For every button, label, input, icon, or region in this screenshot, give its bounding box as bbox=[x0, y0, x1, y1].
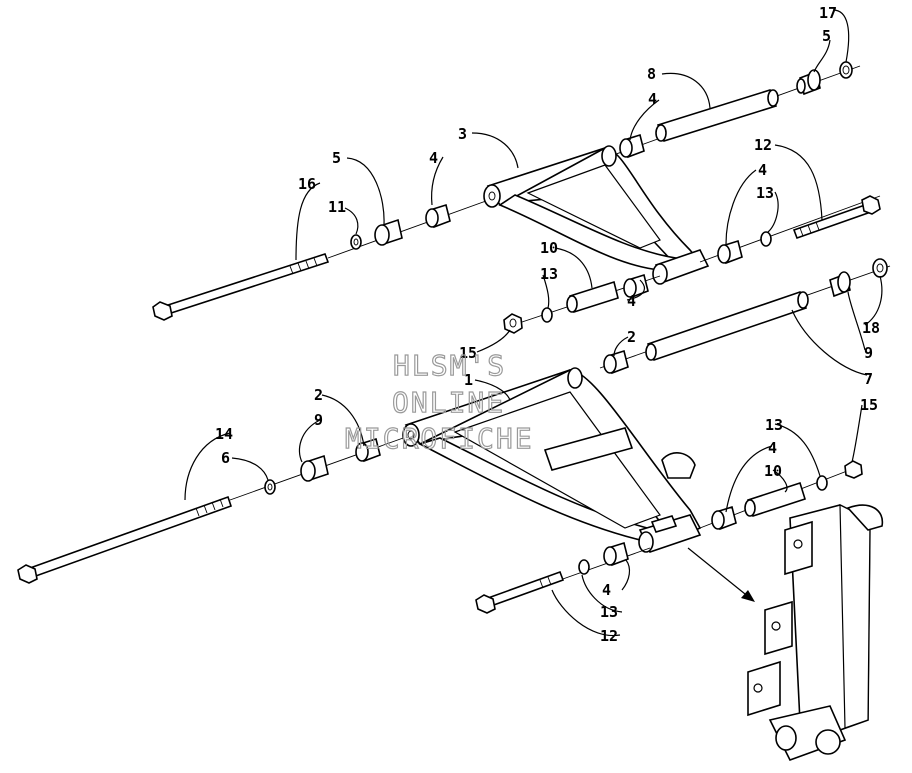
lower-a-arm bbox=[402, 367, 702, 553]
lower-nut-15 bbox=[844, 460, 863, 479]
middle-nut-15 bbox=[503, 313, 523, 334]
callout-labels: 17 5 8 4 3 5 4 16 11 12 4 13 10 13 4 15 … bbox=[215, 4, 880, 645]
lower-washer-13-right bbox=[816, 475, 828, 491]
upper-washer bbox=[350, 234, 362, 250]
callout-10-middle: 10 bbox=[540, 239, 558, 257]
middle-sleeve-10 bbox=[566, 280, 619, 314]
callout-11: 11 bbox=[328, 198, 346, 216]
leader-lines bbox=[184, 9, 883, 637]
upper-sleeve-8 bbox=[655, 89, 779, 142]
callout-18: 18 bbox=[862, 319, 880, 337]
upper-bushing-left bbox=[425, 203, 451, 229]
callout-13-middle: 13 bbox=[540, 265, 558, 283]
watermark-line-1: HLSM'S bbox=[393, 349, 506, 382]
lower-long-bolt-14 bbox=[17, 495, 233, 584]
callout-5-left: 5 bbox=[332, 149, 341, 167]
callout-4-lower-left: 4 bbox=[602, 581, 611, 599]
callout-10-lower: 10 bbox=[764, 462, 782, 480]
upper-flange-bushing-right bbox=[796, 69, 821, 96]
callout-13-lower-left: 13 bbox=[600, 603, 618, 621]
middle-washer-13 bbox=[541, 307, 553, 323]
watermark: HLSM'S ONLINE MICROFICHE bbox=[344, 348, 534, 455]
callout-2-left: 2 bbox=[314, 386, 323, 404]
lower-flange-bushing-9-left bbox=[300, 454, 329, 482]
lower-flange-bushing-9 bbox=[829, 271, 851, 298]
upper-bushing-right bbox=[717, 239, 743, 265]
callout-13-upper: 13 bbox=[756, 184, 774, 202]
callout-14: 14 bbox=[215, 425, 233, 443]
upper-nut-17 bbox=[839, 61, 853, 79]
lower-short-bolt-12 bbox=[475, 570, 565, 614]
callout-4-top: 4 bbox=[648, 90, 657, 108]
callout-2-right: 2 bbox=[627, 328, 636, 346]
watermark-line-3: MICROFICHE bbox=[345, 422, 534, 455]
watermark-line-2: ONLINE bbox=[392, 386, 505, 419]
callout-8: 8 bbox=[647, 65, 656, 83]
lower-nut-18 bbox=[872, 258, 888, 278]
lower-washer-13-left bbox=[578, 559, 590, 575]
callout-4-lower-right: 4 bbox=[768, 439, 777, 457]
lower-washer-6 bbox=[264, 479, 276, 495]
pointer-arrow bbox=[687, 547, 755, 602]
lower-bushing-2-left bbox=[355, 437, 381, 463]
frame-spindle bbox=[747, 504, 884, 761]
lower-bushing-2-right bbox=[603, 349, 629, 375]
upper-flange-bushing bbox=[374, 218, 403, 246]
callout-7: 7 bbox=[864, 370, 873, 388]
callout-12-lower: 12 bbox=[600, 627, 618, 645]
upper-bushing-top bbox=[619, 133, 645, 159]
lower-bushing-4-left bbox=[603, 541, 629, 567]
callout-6: 6 bbox=[221, 449, 230, 467]
callout-9-left: 9 bbox=[314, 411, 323, 429]
lower-bushing-4-right bbox=[711, 505, 737, 531]
upper-short-bolt-12 bbox=[792, 195, 881, 240]
callout-12-upper: 12 bbox=[754, 136, 772, 154]
callout-4-middle: 4 bbox=[627, 292, 636, 310]
callout-4-upper-right: 4 bbox=[758, 161, 767, 179]
callout-3: 3 bbox=[458, 125, 467, 143]
callout-15-middle: 15 bbox=[459, 344, 477, 362]
callout-15-lower: 15 bbox=[860, 396, 878, 414]
callout-9-right: 9 bbox=[864, 344, 873, 362]
callout-4-left: 4 bbox=[429, 149, 438, 167]
upper-long-bolt bbox=[152, 253, 330, 321]
callout-17: 17 bbox=[819, 4, 837, 22]
upper-a-arm bbox=[483, 145, 710, 285]
callout-13-lower-right: 13 bbox=[765, 416, 783, 434]
callout-5-top: 5 bbox=[822, 27, 831, 45]
lower-sleeve-10 bbox=[744, 481, 806, 518]
callout-16: 16 bbox=[298, 175, 316, 193]
callout-1: 1 bbox=[464, 371, 473, 389]
lower-sleeve-7 bbox=[645, 290, 809, 362]
upper-washer-13 bbox=[760, 231, 772, 247]
